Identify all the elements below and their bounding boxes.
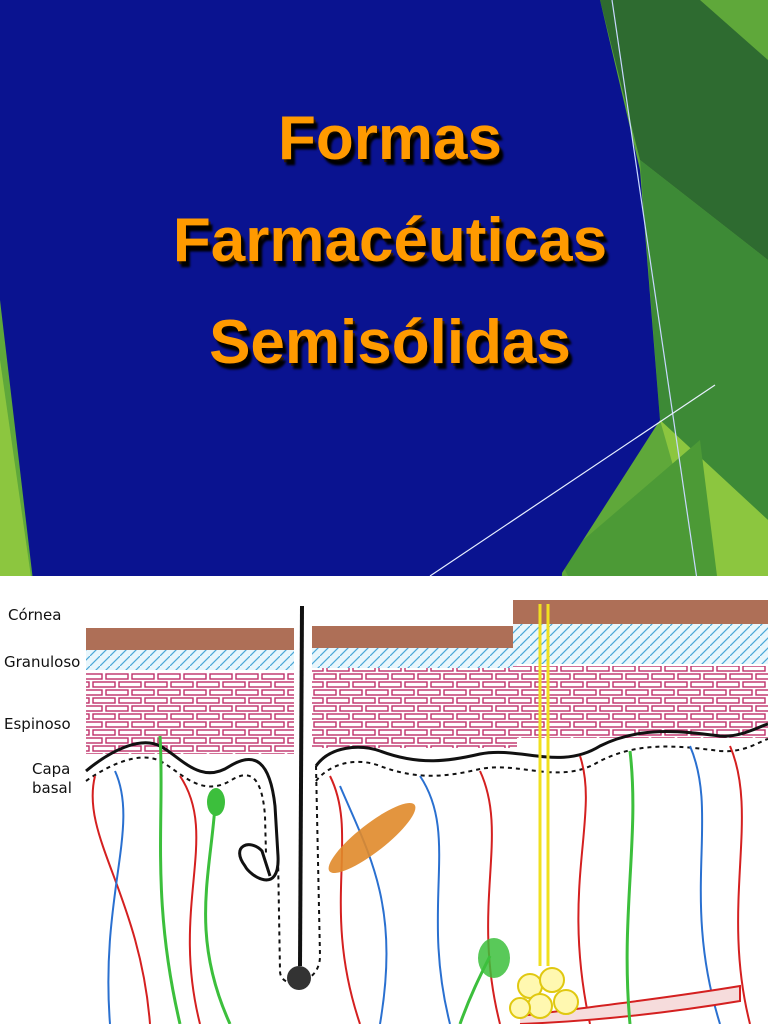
sweat-gland [509, 604, 579, 1019]
capa-basal-layer [85, 605, 768, 990]
title-line-1: Formas [278, 104, 502, 173]
label-espinoso: Espinoso [4, 715, 71, 733]
blood-vessels [91, 745, 751, 1024]
label-cornea: Córnea [8, 606, 62, 624]
skin-diagram: Córnea Granuloso Espinoso Capa basal [0, 576, 768, 1024]
title-line-3: Semisólidas [209, 308, 571, 377]
espinoso-layer [86, 666, 768, 754]
label-capa-basal: Capa basal [32, 760, 72, 797]
granuloso-layer [86, 624, 768, 670]
title-line-2: Farmacéuticas [172, 206, 608, 275]
nerves [158, 735, 635, 1024]
title-block: Formas Farmacéuticas Semisólidas [120, 108, 660, 414]
label-granuloso: Granuloso [4, 653, 81, 671]
cornea-layer [86, 600, 768, 650]
skin-drawing [85, 600, 768, 1024]
arrector-muscle [328, 802, 416, 874]
